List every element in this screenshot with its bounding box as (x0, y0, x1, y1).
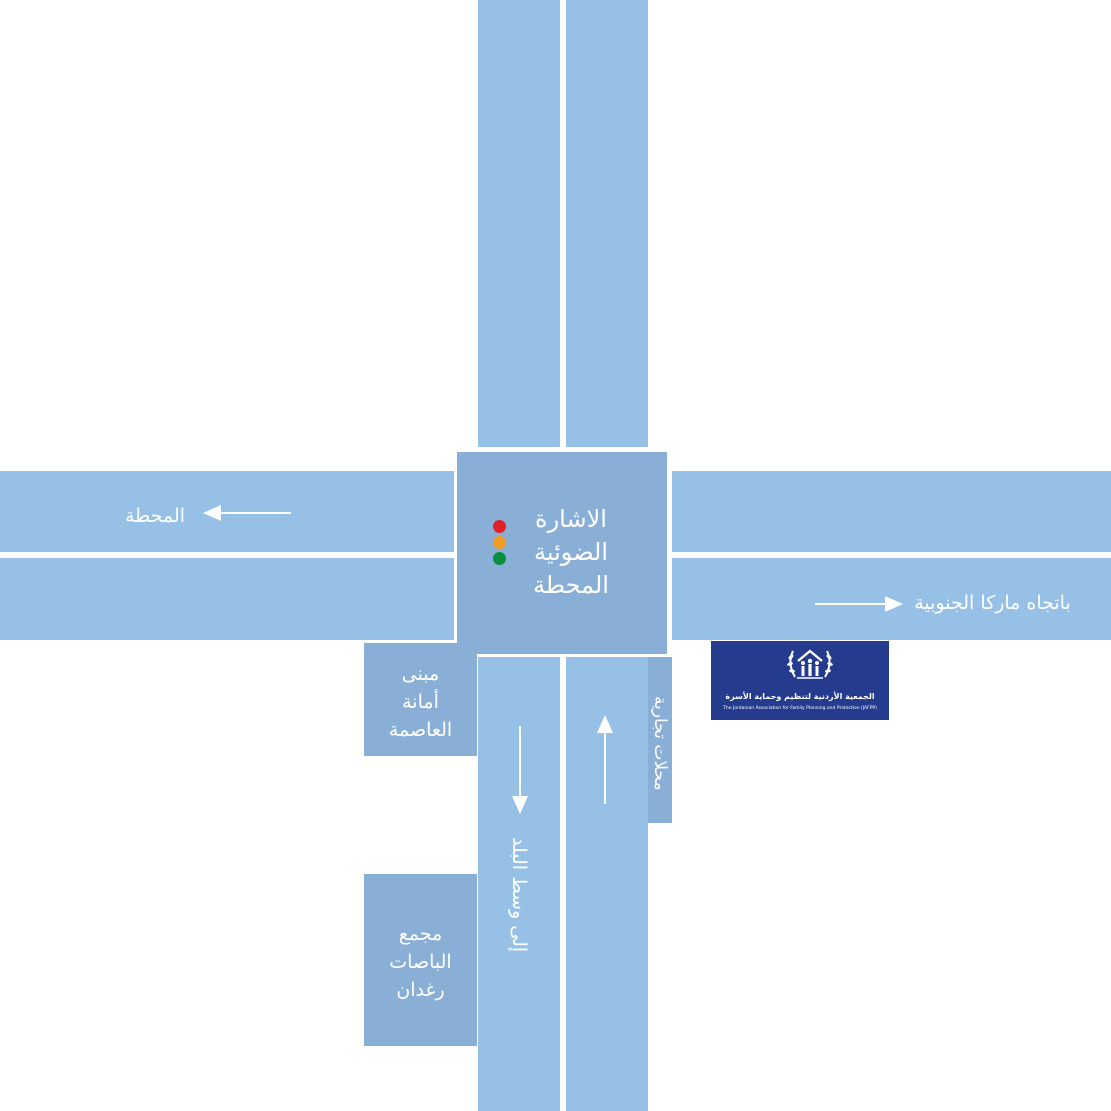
amanah-building (364, 643, 477, 756)
shops-label: محلات تجارية (650, 695, 670, 791)
intersection-label-line-3: المحطة (533, 571, 609, 599)
arrow-down-icon (512, 796, 528, 814)
amanah-label-line-2: أمانة (402, 691, 439, 713)
red-light-icon (493, 520, 506, 533)
logo-english-text: The Jordanian Association for Family Pla… (723, 706, 877, 711)
road-north-right-lane (566, 0, 648, 447)
road-west-upper-lane (0, 471, 454, 552)
intersection-label: الاشارة الضوئية المحطة (515, 503, 627, 602)
logo-arabic-text: الجمعية الأردنية لتنظيم وحماية الأسرة (725, 692, 875, 701)
intersection-square (455, 450, 669, 656)
arrow-down-shaft (519, 726, 521, 796)
arrow-left-icon (203, 505, 221, 521)
amber-light-icon (493, 536, 506, 549)
bus-complex-label: مجمع الباصات رغدان (364, 920, 477, 1004)
amanah-label-line-3: العاصمة (388, 719, 453, 741)
west-direction-label: المحطة (124, 505, 186, 527)
arrow-up-icon (597, 715, 613, 733)
east-direction-label: باتجاه ماركا الجنوبية (914, 592, 1071, 614)
road-east-upper-lane (672, 471, 1111, 552)
bus-complex-label-line-3: رغدان (396, 979, 445, 1001)
intersection-label-line-2: الضوئية (534, 538, 608, 566)
arrow-right-icon (885, 596, 903, 612)
road-north-left-lane (478, 0, 560, 447)
bus-complex-building (364, 874, 477, 1046)
amanah-label-line-1: مبنى (401, 663, 440, 685)
road-west-lower-lane (0, 558, 454, 640)
family-logo-icon (787, 649, 833, 679)
shops-block (648, 657, 672, 823)
arrow-up-shaft (604, 731, 606, 804)
bus-complex-label-line-1: مجمع (398, 923, 443, 945)
arrow-right-shaft (815, 603, 887, 605)
arrow-left-shaft (215, 512, 291, 514)
jafpp-logo: الجمعية الأردنية لتنظيم وحماية الأسرة Th… (711, 641, 889, 720)
intersection-label-line-1: الاشارة (535, 505, 607, 533)
south-direction-label: إلى وسط البلد (508, 837, 530, 953)
bus-complex-label-line-2: الباصات (389, 951, 452, 973)
green-light-icon (493, 552, 506, 565)
amanah-building-label: مبنى أمانة العاصمة (364, 660, 477, 744)
